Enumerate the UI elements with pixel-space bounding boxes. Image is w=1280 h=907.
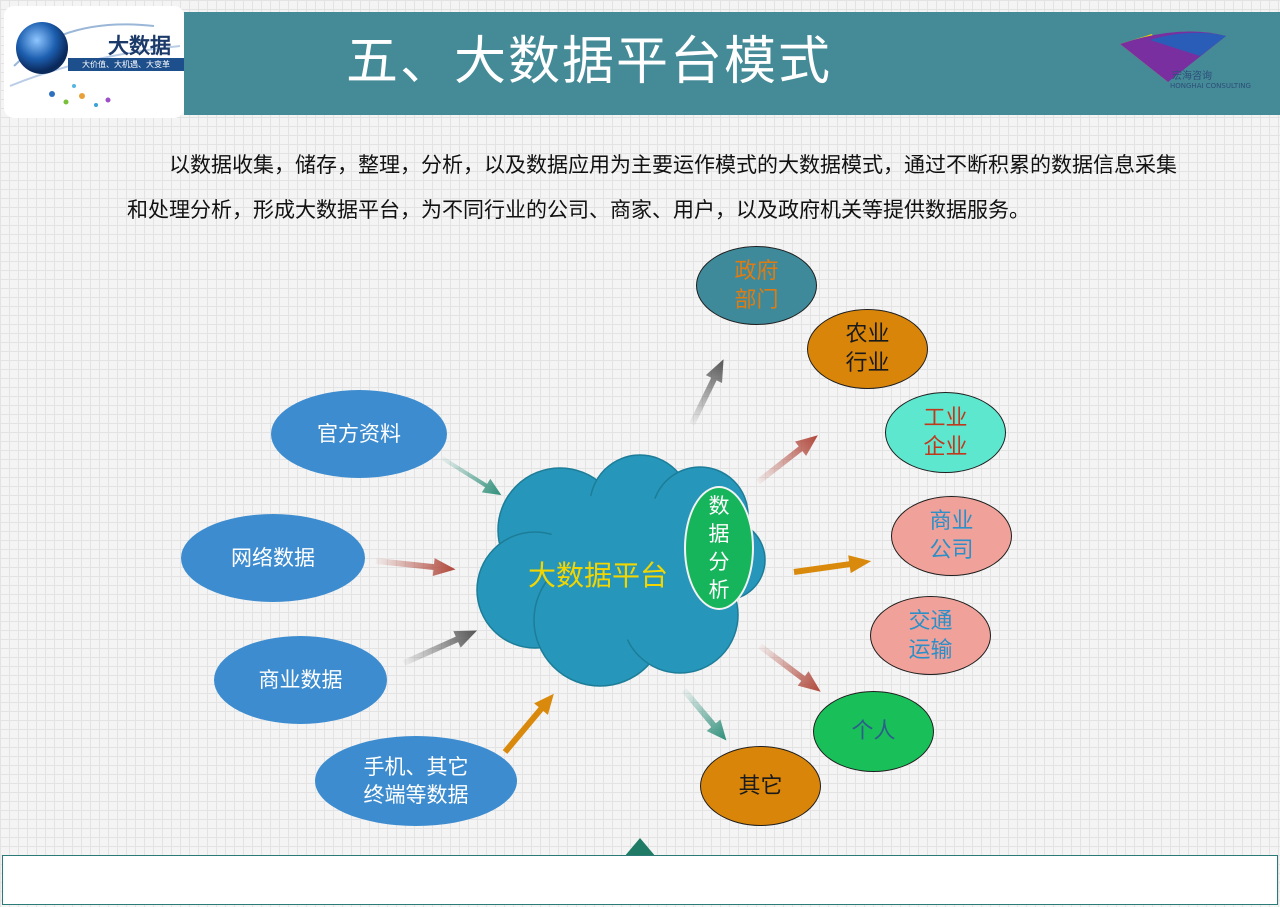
source-label: 官方资料 [317,422,401,446]
arrow-from-mobile [502,693,554,754]
source-label: 网络数据 [231,546,315,570]
center-label: 大数据平台 [528,559,669,592]
target-other: 其它 [700,746,821,826]
brand-subtitle: HONGHAI CONSULTING [1170,82,1251,90]
intro-text: 以数据收集，储存，整理，分析，以及数据应用为主要运作模式的大数据模式，通过不断积… [127,143,1197,233]
target-transport: 交通 运输 [870,596,991,675]
target-agriculture: 农业 行业 [807,309,928,389]
arrow-to-commerce [793,555,872,575]
source-business: 商业数据 [214,636,387,724]
target-label: 商业 公司 [929,509,974,563]
brand-name: 宏海咨询 [1172,71,1212,82]
logo-tagline: 大价值、大机遇、大变革 [68,58,184,71]
source-network: 网络数据 [181,514,365,602]
source-mobile: 手机、其它 终端等数据 [315,736,517,826]
source-official: 官方资料 [271,390,447,478]
target-individual: 个人 [813,691,934,772]
target-label: 农业 行业 [845,322,890,376]
footer-box [2,855,1278,905]
target-label: 工业 企业 [923,405,968,460]
source-label: 手机、其它 终端等数据 [363,755,469,807]
arrow-to-agriculture [756,435,818,485]
header-bar [184,12,1280,115]
target-government: 政府 部门 [696,246,817,325]
page-title: 五、大数据平台模式 [346,32,833,92]
arrow-to-government [689,359,724,426]
arrow-from-official [440,456,502,496]
source-label: 商业数据 [258,668,343,692]
arrow-from-network [375,558,456,577]
arrow-to-other [681,688,727,741]
intro-paragraph: 以数据收集，储存，整理，分析，以及数据应用为主要运作模式的大数据模式，通过不断积… [127,153,1177,222]
arrow-to-transport [758,643,821,692]
logo-title: 大数据 [108,33,171,58]
target-label: 个人 [851,719,896,744]
target-label: 其它 [738,773,783,799]
analysis-label: 数据分析 [708,494,730,602]
target-commerce: 商业 公司 [891,496,1012,576]
target-label: 政府 部门 [734,258,779,313]
big-data-logo: 大数据 大价值、大机遇、大变革 [4,6,184,118]
arrow-from-business [402,630,478,666]
target-label: 交通 运输 [908,608,953,663]
target-industry: 工业 企业 [885,392,1006,473]
analysis-node: 数据分析 [684,486,754,610]
